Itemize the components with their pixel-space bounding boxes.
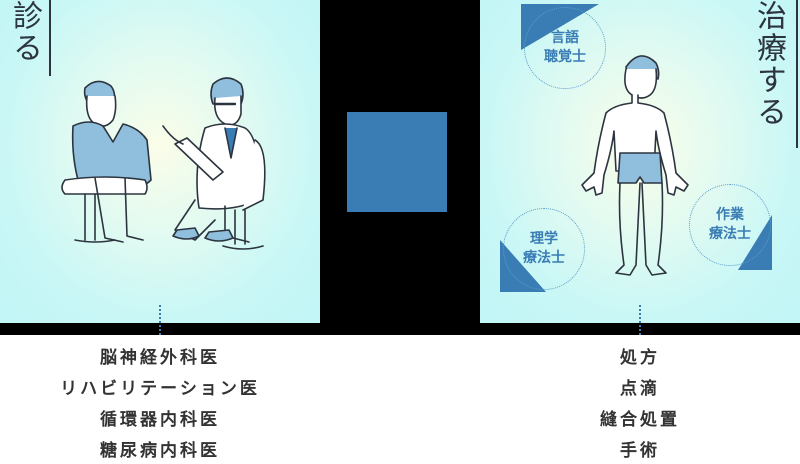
- treat-list: 処方 点滴 縫合処置 手術: [560, 343, 720, 464]
- doctor-consultation-illustration: [61, 77, 266, 250]
- panel-diagnose: 診る: [0, 0, 320, 323]
- panel-treat: 治療する 言語 聴覚士 理学 療法士 作業 療法士: [480, 0, 800, 323]
- title-bar: [796, 0, 798, 148]
- list-item: 手術: [620, 441, 660, 461]
- connector-line: [159, 305, 161, 335]
- diagnose-list: 脳神経外科医 リハビリテーション医 循環器内科医 糖尿病内科医: [30, 343, 290, 464]
- list-item: 点滴: [620, 379, 660, 399]
- list-item: 糖尿病内科医: [100, 441, 220, 461]
- title-bar: [49, 0, 51, 76]
- title-treat: 治療する: [751, 0, 786, 128]
- human-body-illustration: [581, 55, 689, 276]
- list-item: 循環器内科医: [100, 410, 220, 430]
- list-item: 縫合処置: [600, 410, 680, 430]
- list-item: リハビリテーション医: [60, 379, 260, 399]
- badge-occupational-therapist: 作業 療法士: [689, 184, 771, 266]
- list-item: 脳神経外科医: [100, 348, 220, 368]
- title-diagnose: 診る: [7, 0, 42, 64]
- center-accent-square: [347, 112, 447, 212]
- list-item: 処方: [620, 348, 660, 368]
- badge-speech-therapist: 言語 聴覚士: [524, 7, 606, 89]
- lists-area: [0, 335, 800, 464]
- connector-line: [639, 305, 641, 335]
- badge-physical-therapist: 理学 療法士: [503, 208, 585, 290]
